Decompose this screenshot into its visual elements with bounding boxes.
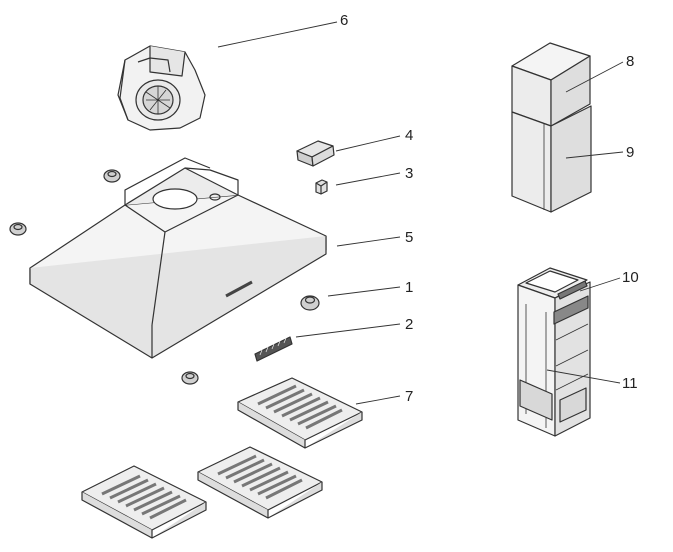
leader-line [295,323,401,338]
light-cover-icon [296,140,335,167]
leader-line [355,395,401,405]
mounting-screw-icon [9,169,199,385]
leader-line [217,21,338,48]
upper-chimney-icon [511,42,591,127]
callout-3: 3 [405,165,414,182]
leader-line [335,135,401,152]
range-hood-icon [29,157,327,359]
callout-7: 7 [405,388,414,405]
filter-icon [81,377,363,539]
switch-icon [254,336,293,362]
callout-9: 9 [626,144,635,161]
leader-line [565,61,624,93]
leader-line [579,277,621,292]
leader-line [336,236,401,247]
callout-11: 11 [622,375,638,392]
callout-4: 4 [405,127,414,144]
leader-lines [217,21,624,405]
callout-6: 6 [340,12,349,29]
leader-line [565,151,624,159]
callout-1: 1 [405,279,414,296]
callout-10: 10 [622,269,639,286]
callout-8: 8 [626,53,635,70]
leader-line [327,286,401,297]
blower-fan-icon [117,45,206,131]
lower-chimney-icon [511,105,592,213]
bulb-socket-icon [315,179,328,195]
knob-icon [300,295,320,311]
support-frame-icon [517,267,591,437]
callout-2: 2 [405,316,414,333]
callout-5: 5 [405,229,414,246]
leader-line [335,172,401,186]
bracket-icon [557,280,588,300]
leader-line [546,369,621,384]
